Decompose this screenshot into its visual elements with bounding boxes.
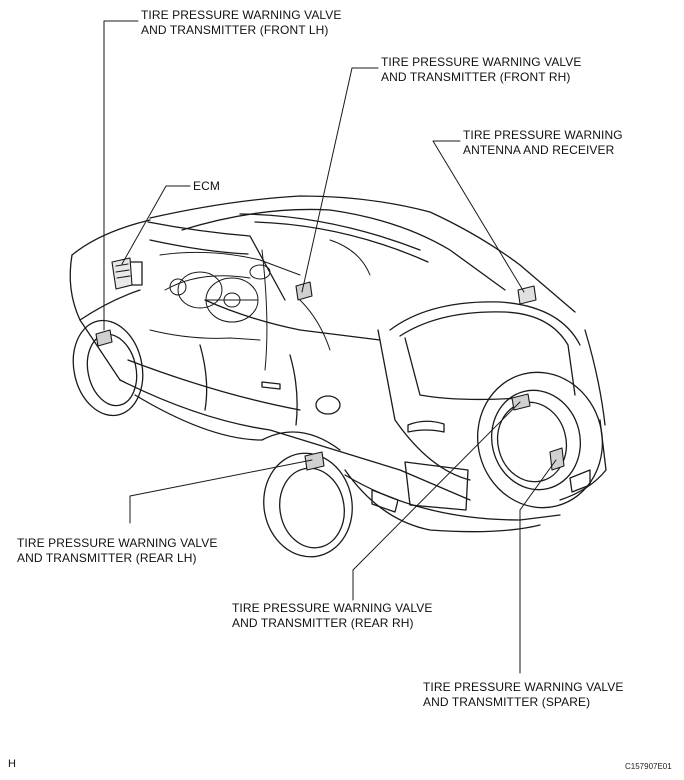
spare-tire	[476, 371, 604, 509]
label-ecm-text: ECM	[193, 179, 220, 193]
label-rear-rh-line2: AND TRANSMITTER (REAR RH)	[232, 616, 414, 630]
figure-code: C157907E01	[625, 762, 672, 771]
label-ecm: ECM	[193, 179, 220, 194]
vehicle-interior	[149, 239, 371, 371]
leader-front-lh	[103, 20, 139, 331]
leader-spare	[519, 459, 557, 674]
label-rear-lh: TIRE PRESSURE WARNING VALVE AND TRANSMIT…	[17, 536, 218, 566]
leader-front-rh	[301, 67, 379, 293]
leader-ecm	[121, 185, 191, 265]
label-spare-line1: TIRE PRESSURE WARNING VALVE	[423, 680, 624, 694]
leader-rear-rh	[352, 401, 521, 601]
label-rear-lh-line1: TIRE PRESSURE WARNING VALVE	[17, 536, 218, 550]
label-front-lh-line1: TIRE PRESSURE WARNING VALVE	[141, 8, 342, 22]
components	[95, 257, 565, 471]
label-front-lh: TIRE PRESSURE WARNING VALVE AND TRANSMIT…	[141, 8, 342, 38]
label-antenna-line2: ANTENNA AND RECEIVER	[463, 143, 615, 157]
leader-lines	[103, 20, 557, 674]
label-rear-rh-line1: TIRE PRESSURE WARNING VALVE	[232, 601, 433, 615]
label-antenna: TIRE PRESSURE WARNING ANTENNA AND RECEIV…	[463, 128, 623, 158]
label-front-rh: TIRE PRESSURE WARNING VALVE AND TRANSMIT…	[381, 55, 582, 85]
label-rear-lh-line2: AND TRANSMITTER (REAR LH)	[17, 551, 197, 565]
leader-antenna	[432, 140, 525, 293]
label-spare-line2: AND TRANSMITTER (SPARE)	[423, 695, 591, 709]
label-front-rh-line2: AND TRANSMITTER (FRONT RH)	[381, 70, 571, 84]
leader-rear-lh	[129, 459, 313, 524]
label-antenna-line1: TIRE PRESSURE WARNING	[463, 128, 623, 142]
label-rear-rh: TIRE PRESSURE WARNING VALVE AND TRANSMIT…	[232, 601, 433, 631]
vehicle-body	[69, 195, 607, 533]
rear-left-wheel	[261, 431, 353, 558]
label-front-lh-line2: AND TRANSMITTER (FRONT LH)	[141, 23, 329, 37]
label-front-rh-line1: TIRE PRESSURE WARNING VALVE	[381, 55, 582, 69]
corner-letter: H	[8, 758, 16, 770]
label-spare: TIRE PRESSURE WARNING VALVE AND TRANSMIT…	[423, 680, 624, 710]
